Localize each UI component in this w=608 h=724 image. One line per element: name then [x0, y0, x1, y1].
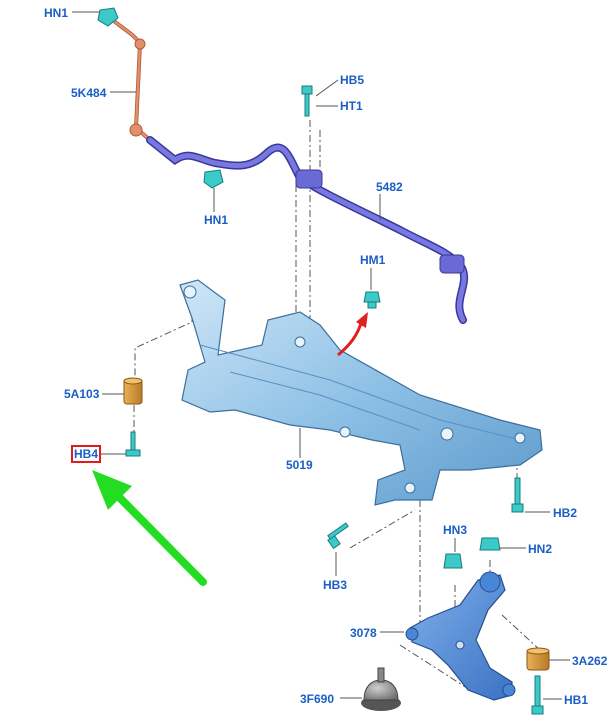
fasteners	[97, 7, 544, 715]
bolt-hb2	[511, 477, 524, 513]
callout-hb2: HB2	[553, 506, 578, 520]
nut-hn1-top	[97, 7, 119, 27]
callout-hn1-top: HN1	[44, 6, 69, 20]
callout-hn1-mid: HN1	[204, 213, 229, 227]
lower-control-arm	[405, 571, 516, 701]
callout-5a103: 5A103	[64, 387, 100, 401]
callout-3078: 3078	[350, 626, 377, 640]
bolt-hb3	[327, 522, 349, 550]
callout-hb3: HB3	[323, 578, 348, 592]
callout-5019: 5019	[286, 458, 313, 472]
motion-arrow	[337, 312, 368, 357]
leader-lines	[72, 11, 570, 700]
nut-hn1-mid	[203, 169, 224, 189]
callout-3f690: 3F690	[300, 692, 335, 706]
subframe	[179, 279, 543, 506]
mount-3f690	[361, 667, 401, 711]
callout-hn2: HN2	[528, 542, 553, 556]
pointer-arrow	[92, 470, 207, 586]
callout-ht1: HT1	[340, 99, 363, 113]
nut-hm1	[363, 291, 381, 309]
callout-3a262: 3A262	[572, 654, 608, 668]
callout-5482: 5482	[376, 180, 403, 194]
bolt-hb1	[531, 675, 544, 715]
stabilizer-link	[108, 16, 152, 142]
bolt-hb5	[301, 85, 313, 117]
callout-hb1: HB1	[564, 693, 589, 707]
nut-hn3	[443, 553, 463, 569]
callout-hb5: HB5	[340, 73, 365, 87]
stabilizer-bar	[146, 136, 469, 324]
callout-hb4-highlighted: HB4	[70, 445, 102, 463]
nut-hn2	[479, 537, 501, 551]
bushing-5a103	[123, 377, 143, 405]
callout-5k484: 5K484	[71, 86, 107, 100]
callout-hn3: HN3	[443, 523, 468, 537]
callout-hm1: HM1	[360, 253, 386, 267]
bushing-3a262	[526, 647, 550, 671]
bolt-hb4	[125, 431, 141, 457]
